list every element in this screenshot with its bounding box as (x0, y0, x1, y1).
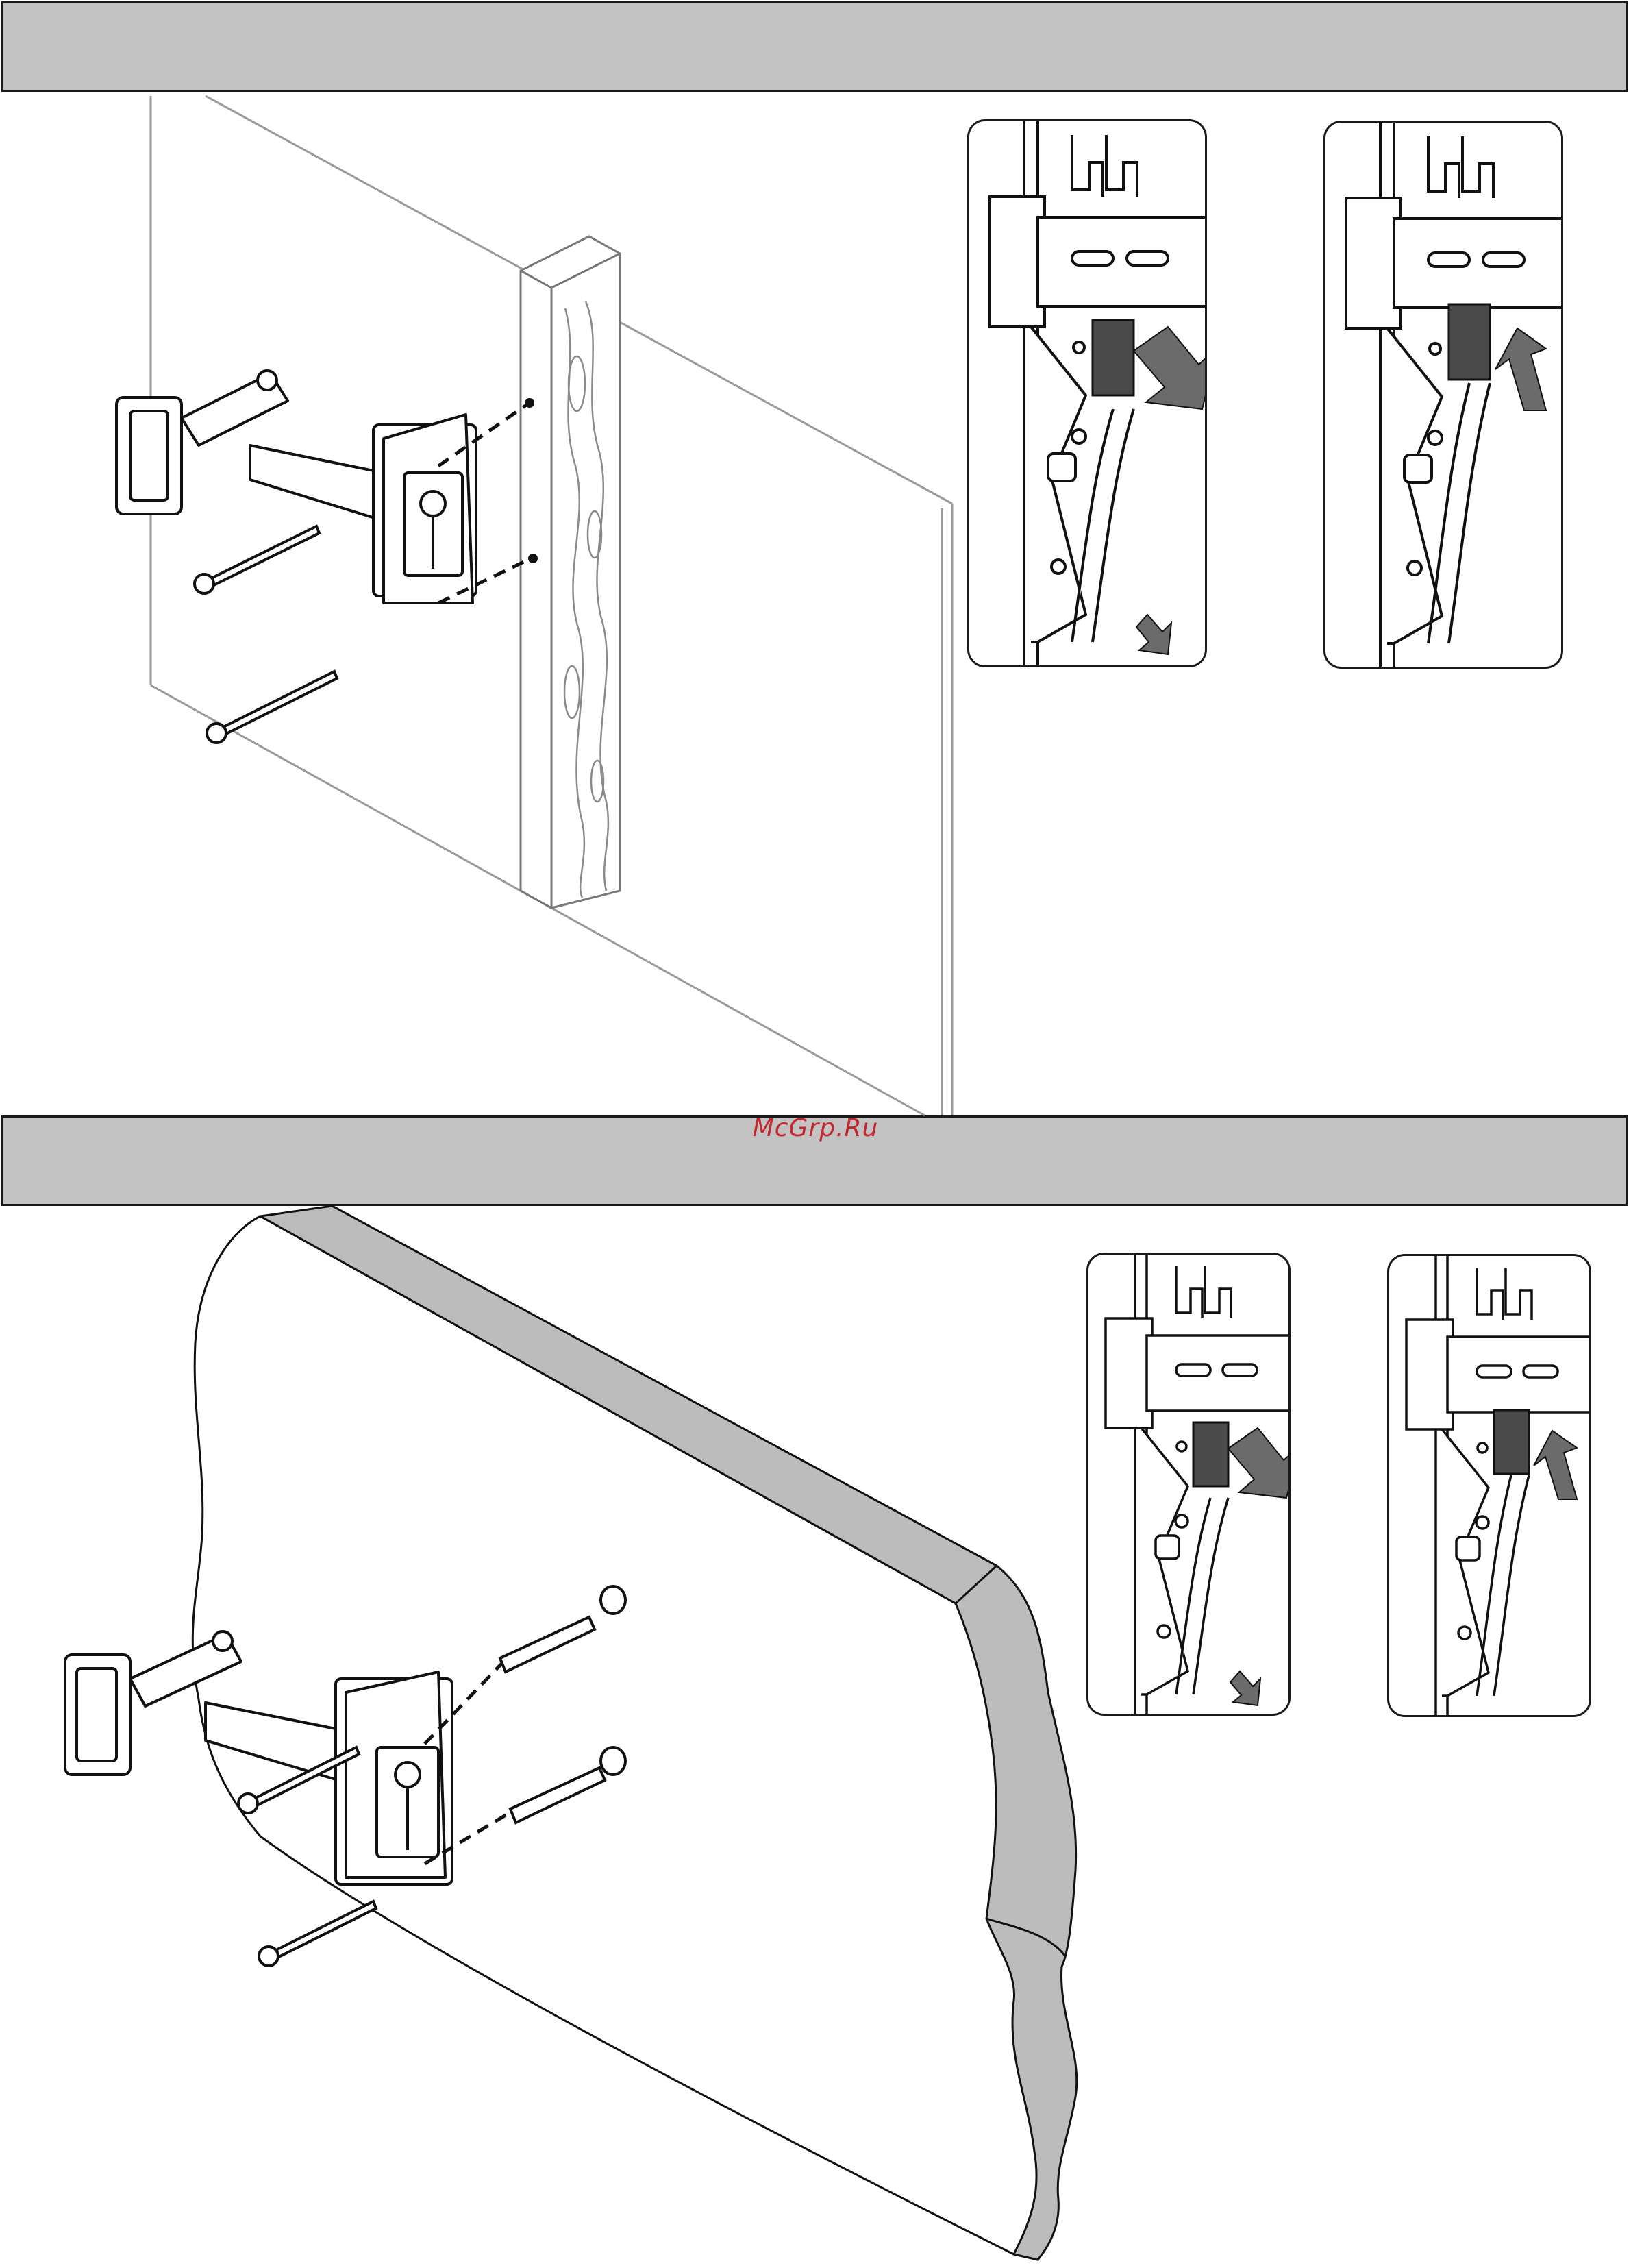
latch-block (1193, 1422, 1228, 1486)
arrow-up-icon (1534, 1431, 1577, 1499)
latch-detail-inset-up (1387, 1254, 1591, 1717)
latch-detail-inset-down (1086, 1253, 1291, 1716)
arrow-down-icon (1228, 1428, 1291, 1498)
arrow-down-icon (1230, 1671, 1260, 1705)
latch-block (1494, 1410, 1529, 1474)
